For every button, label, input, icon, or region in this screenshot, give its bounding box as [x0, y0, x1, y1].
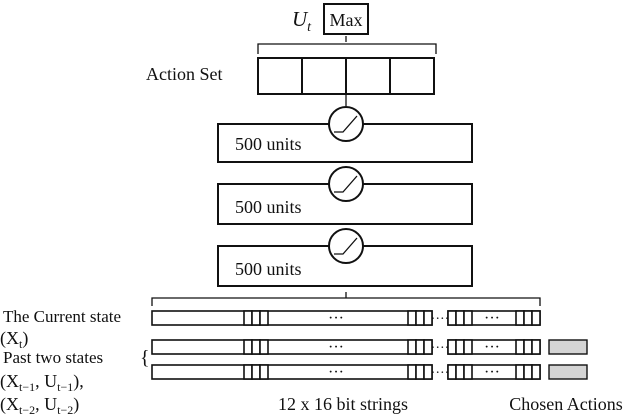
- chosen-action-box: [548, 364, 588, 380]
- relu-activation-icon: [328, 106, 364, 142]
- chosen-actions-label: Chosen Actions: [509, 394, 623, 414]
- input-bracket: [151, 292, 541, 306]
- bit-cell: [415, 310, 425, 326]
- past-state-1-symbol: (Xt−1, Ut−1),: [0, 371, 84, 394]
- bit-cell: [447, 339, 457, 355]
- past-states-brace: {: [140, 347, 150, 369]
- bit-cell: [251, 339, 261, 355]
- bit-cell: [415, 339, 425, 355]
- bit-cell: [259, 364, 269, 380]
- ellipsis: ···: [328, 339, 344, 356]
- bit-string-row: ··········: [151, 339, 588, 356]
- bit-cell: [251, 310, 261, 326]
- bit-cell: [515, 364, 525, 380]
- ellipsis: ···: [328, 364, 344, 381]
- ellipsis: ···: [328, 310, 344, 327]
- gap-ellipsis: ····: [431, 366, 450, 381]
- max-box: [323, 3, 369, 35]
- bit-cell: [423, 310, 433, 326]
- current-state-label: The Current state: [3, 307, 121, 326]
- bit-cell: [455, 339, 465, 355]
- action-cell: [257, 57, 303, 95]
- gap-ellipsis: ····: [431, 341, 450, 356]
- bit-cell: [423, 364, 433, 380]
- input-rows: ······························: [151, 310, 588, 381]
- bit-cell: [515, 339, 525, 355]
- bit-cell: [415, 364, 425, 380]
- bit-cell: [531, 339, 541, 355]
- bit-cell: [463, 364, 473, 380]
- gap-ellipsis: ····: [431, 312, 450, 327]
- bit-cell: [407, 310, 417, 326]
- past-state-2-symbol: (Xt−2, Ut−2): [0, 394, 79, 417]
- bit-string-row: ··········: [151, 364, 588, 381]
- output-symbol: Ut: [292, 7, 312, 35]
- bit-string-segment: [151, 310, 433, 326]
- bit-cell: [447, 310, 457, 326]
- action-set-cells: [257, 57, 435, 95]
- bit-cell: [243, 339, 253, 355]
- chosen-action-box: [548, 339, 588, 355]
- bit-cell: [259, 310, 269, 326]
- current-state-symbol: (Xt): [0, 328, 28, 351]
- bit-string-segment: [151, 364, 433, 380]
- ellipsis: ···: [484, 310, 500, 327]
- action-cell: [301, 57, 347, 95]
- bit-cell: [531, 364, 541, 380]
- action-cell: [345, 57, 391, 95]
- hidden-layer-3: [217, 245, 473, 287]
- action-set-bracket: [257, 36, 437, 54]
- bit-cell: [243, 364, 253, 380]
- bit-cell: [251, 364, 261, 380]
- bit-cell: [515, 310, 525, 326]
- bit-cell: [455, 364, 465, 380]
- ellipsis: ···: [484, 364, 500, 381]
- bit-cell: [523, 364, 533, 380]
- bit-cell: [407, 364, 417, 380]
- bit-cell: [523, 310, 533, 326]
- bit-cell: [447, 364, 457, 380]
- hidden-layer-2-label: 500 units: [235, 197, 302, 217]
- action-set-label: Action Set: [146, 64, 223, 84]
- max-label: Max: [330, 10, 363, 30]
- bit-cell: [463, 339, 473, 355]
- bit-cell: [523, 339, 533, 355]
- bit-cell: [407, 339, 417, 355]
- relu-activation-icon: [328, 228, 364, 264]
- bit-cell: [531, 310, 541, 326]
- bit-cell: [455, 310, 465, 326]
- bit-string-segment: [151, 339, 433, 355]
- bit-cell: [259, 339, 269, 355]
- relu-activation-icon: [328, 166, 364, 202]
- bit-strings-label: 12 x 16 bit strings: [278, 394, 408, 414]
- bit-cell: [423, 339, 433, 355]
- hidden-layer-3-label: 500 units: [235, 259, 302, 279]
- hidden-layer-1-label: 500 units: [235, 134, 302, 154]
- bit-cell: [463, 310, 473, 326]
- action-cell: [389, 57, 435, 95]
- ellipsis: ···: [484, 339, 500, 356]
- bit-string-row: ··········: [151, 310, 541, 327]
- bit-cell: [243, 310, 253, 326]
- past-states-label: Past two states: [3, 348, 103, 367]
